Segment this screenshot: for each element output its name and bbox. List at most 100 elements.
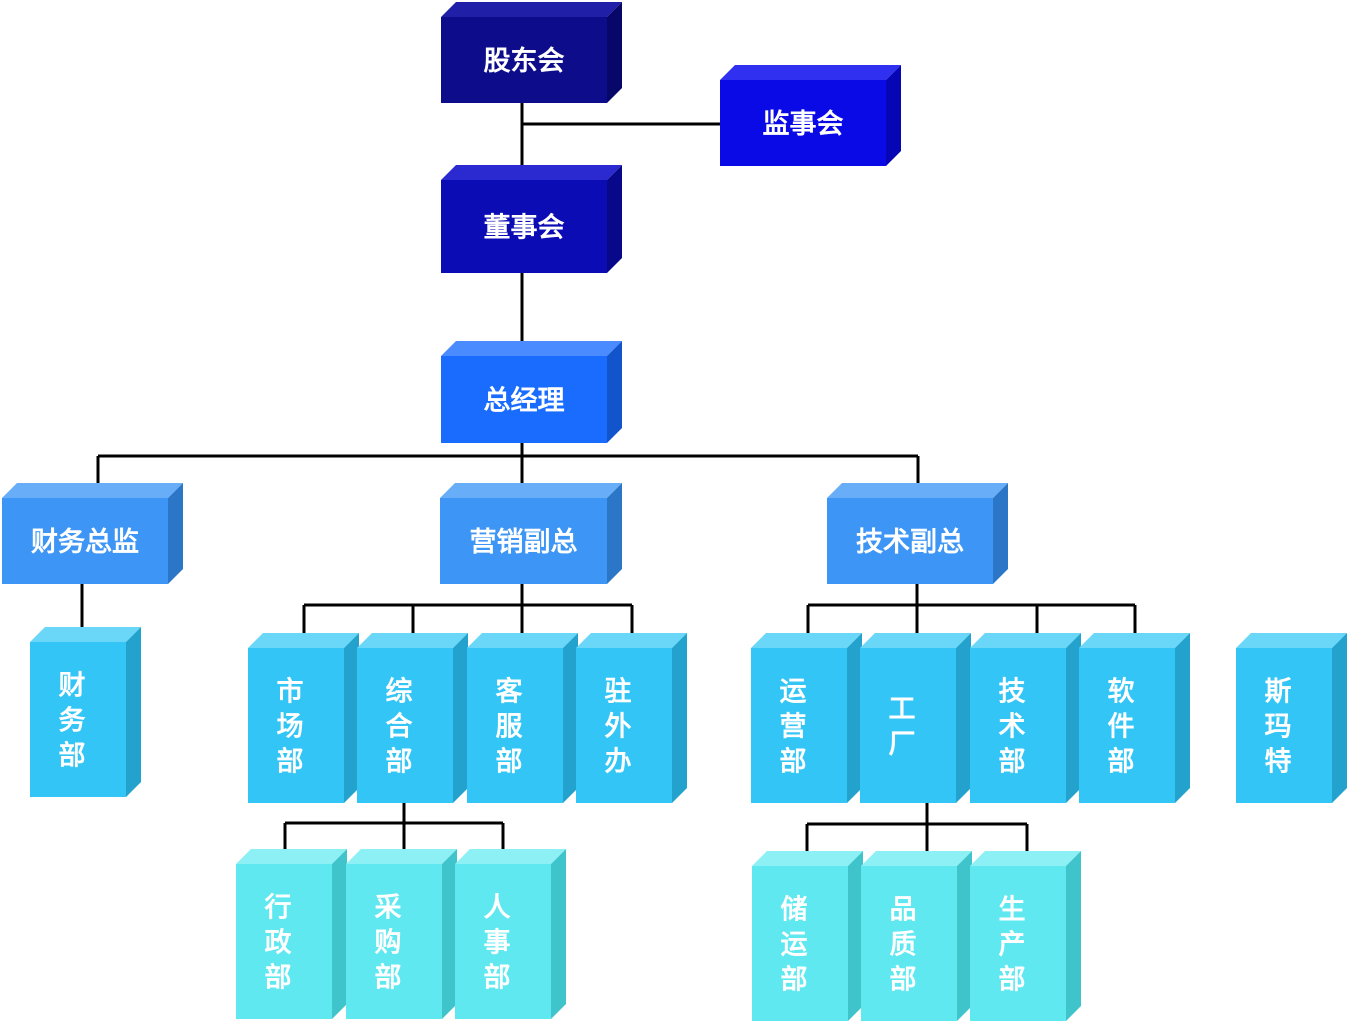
box-front-face (827, 498, 993, 584)
box-label: 人事部 (484, 893, 511, 994)
box-front-face (860, 648, 956, 803)
org-box-vp-sales[interactable]: 营销副总 (440, 483, 622, 584)
org-box-board[interactable]: 董事会 (441, 165, 622, 273)
box-front-face (236, 864, 332, 1019)
box-front-face (970, 648, 1066, 803)
box-top-face (1236, 633, 1347, 648)
box-side-face (551, 849, 566, 1019)
box-side-face (1332, 633, 1347, 803)
box-side-face (847, 633, 862, 803)
box-label: 营销副总 (470, 527, 578, 558)
box-top-face (1079, 633, 1190, 648)
box-front-face (467, 648, 563, 803)
box-side-face (442, 849, 457, 1019)
box-top-face (441, 2, 622, 17)
box-side-face (344, 633, 359, 803)
box-front-face (441, 17, 607, 103)
box-side-face (607, 2, 622, 103)
org-box-techdept[interactable]: 技术部 (970, 633, 1081, 803)
box-side-face (563, 633, 578, 803)
box-side-face (957, 851, 972, 1021)
box-label: 股东会 (484, 45, 565, 77)
connector-lines (80, 103, 1137, 851)
org-box-smart[interactable]: 斯玛特 (1236, 633, 1347, 803)
box-side-face (993, 483, 1008, 584)
org-box-cfo[interactable]: 财务总监 (2, 483, 183, 584)
org-box-factory[interactable]: 工厂 (860, 633, 971, 803)
box-top-face (236, 849, 347, 864)
box-label: 总经理 (484, 385, 565, 417)
box-side-face (168, 483, 183, 584)
org-box-shareholders[interactable]: 股东会 (441, 2, 622, 103)
box-side-face (126, 627, 141, 797)
box-top-face (357, 633, 468, 648)
org-box-gm[interactable]: 总经理 (441, 341, 622, 443)
box-side-face (886, 65, 901, 166)
box-top-face (751, 633, 862, 648)
org-box-hr[interactable]: 人事部 (455, 849, 566, 1019)
box-top-face (576, 633, 687, 648)
org-box-finance[interactable]: 财务部 (30, 627, 141, 797)
box-label: 品质部 (890, 895, 917, 996)
box-label: 斯玛特 (1265, 677, 1292, 778)
box-front-face (1079, 648, 1175, 803)
box-front-face (357, 648, 453, 803)
box-front-face (970, 866, 1066, 1021)
org-box-operations[interactable]: 运营部 (751, 633, 862, 803)
box-label: 生产部 (999, 895, 1026, 996)
org-box-quality[interactable]: 品质部 (861, 851, 972, 1021)
box-top-face (455, 849, 566, 864)
box-side-face (453, 633, 468, 803)
org-box-service[interactable]: 客服部 (467, 633, 578, 803)
box-front-face (440, 498, 607, 584)
box-top-face (440, 483, 622, 498)
box-label: 采购部 (375, 893, 402, 994)
box-top-face (970, 851, 1081, 866)
box-top-face (827, 483, 1008, 498)
box-label: 技术部 (999, 677, 1026, 778)
box-front-face (248, 648, 344, 803)
org-box-resident[interactable]: 驻外办 (576, 633, 687, 803)
box-label: 董事会 (484, 213, 565, 244)
org-box-logistics[interactable]: 储运部 (752, 851, 863, 1021)
box-top-face (441, 165, 622, 180)
box-side-face (1066, 851, 1081, 1021)
box-front-face (30, 642, 126, 797)
box-top-face (720, 65, 901, 80)
org-box-supervisors[interactable]: 监事会 (720, 65, 901, 166)
box-label: 技术副总 (856, 527, 964, 558)
org-box-purchasing[interactable]: 采购部 (346, 849, 457, 1019)
box-label: 监事会 (763, 109, 844, 140)
box-side-face (1175, 633, 1190, 803)
org-box-market[interactable]: 市场部 (248, 633, 359, 803)
box-front-face (861, 866, 957, 1021)
box-label: 综合部 (386, 676, 413, 778)
box-top-face (441, 341, 622, 356)
box-front-face (441, 356, 607, 443)
org-box-vp-tech[interactable]: 技术副总 (827, 483, 1008, 584)
org-box-general[interactable]: 综合部 (357, 633, 468, 803)
org-box-software[interactable]: 软件部 (1079, 633, 1190, 803)
box-front-face (720, 80, 886, 166)
box-side-face (607, 483, 622, 584)
box-side-face (607, 165, 622, 273)
org-box-admin[interactable]: 行政部 (236, 849, 347, 1019)
box-front-face (752, 866, 848, 1021)
box-label: 驻外办 (605, 677, 632, 778)
box-front-face (455, 864, 551, 1019)
box-label: 财务总监 (31, 527, 139, 558)
box-front-face (346, 864, 442, 1019)
box-front-face (2, 498, 168, 584)
org-box-production[interactable]: 生产部 (970, 851, 1081, 1021)
box-top-face (861, 851, 972, 866)
box-side-face (672, 633, 687, 803)
box-top-face (860, 633, 971, 648)
box-top-face (752, 851, 863, 866)
box-top-face (248, 633, 359, 648)
box-top-face (30, 627, 141, 642)
box-label: 市场部 (277, 676, 304, 778)
box-side-face (848, 851, 863, 1021)
box-front-face (576, 648, 672, 803)
